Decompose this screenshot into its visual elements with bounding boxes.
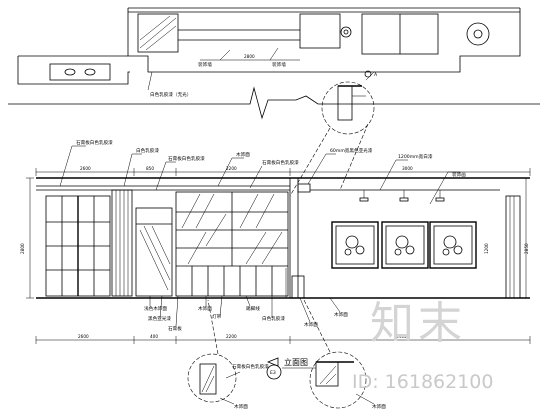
note-bottom-8: 木饰面	[304, 321, 318, 328]
note-bottom-6: 踢脚线	[246, 305, 260, 312]
note-bottom-4: 木饰面	[198, 305, 212, 312]
elevation-number: E3	[270, 370, 276, 376]
dim-bottom-3: 2200	[226, 334, 237, 339]
plan-note-right: 装饰墙	[272, 61, 286, 68]
framed-picture-1	[331, 221, 379, 269]
note-bottom-9: 木饰面	[334, 311, 348, 318]
note-ceiling-6: 石膏板白色乳胶漆	[262, 159, 299, 166]
note-ceiling-5: 60mm宽黑色亚光漆	[330, 147, 373, 154]
plan-view: 2800 装饰墙 装饰墙 白色乳胶漆（无光）	[17, 7, 521, 98]
note-detail-3: 木饰面	[372, 403, 386, 410]
elevation-title-text: 立面图	[284, 357, 308, 367]
note-ceiling-8: 装饰画	[452, 171, 466, 178]
note-detail-2: 木饰面	[234, 403, 248, 410]
watermark-id: ID: 161862100	[352, 371, 493, 393]
dim-bottom-total: 6400	[396, 334, 407, 339]
note-bottom-2: 黑色亚光漆	[148, 315, 171, 322]
note-ceiling-4: 木饰面	[236, 151, 250, 158]
watermark-logo: 知末	[370, 298, 466, 349]
ceiling-notes: 石膏板白色乳胶漆 白色乳胶漆 石膏板白色乳胶漆 木饰面 60mm宽黑色亚光漆 石…	[59, 139, 466, 205]
note-detail-1: 石膏板白色乳胶漆	[232, 363, 269, 370]
dim-right-height: 2850	[524, 243, 529, 254]
bottom-detail-left: 石膏板白色乳胶漆 木饰面	[187, 299, 269, 410]
dim-top-2: 850	[146, 166, 154, 171]
main-elevation	[36, 177, 530, 299]
dim-top-1: 2600	[80, 166, 91, 171]
callout-label-a: A	[374, 72, 378, 78]
watermark: 知末 ID: 161862100	[352, 298, 493, 393]
note-bottom-3: 石膏板	[168, 325, 182, 332]
dim-top-3: 2200	[226, 166, 237, 171]
dim-left-height: 2800	[20, 243, 25, 254]
plan-note-bottom: 白色乳胶漆（无光）	[150, 91, 191, 98]
note-ceiling-7: 1200mm宽白漆	[398, 153, 433, 160]
dim-bottom-2: 400	[150, 334, 158, 339]
section-cut-line	[8, 86, 540, 120]
note-bottom-7: 白色乳胶漆	[262, 315, 285, 322]
detail-callout-a: A	[289, 70, 378, 197]
plan-note-wall: 装饰墙	[198, 61, 212, 68]
framed-picture-3	[429, 221, 477, 269]
plan-dimension: 2800	[244, 54, 255, 59]
dim-top-4: 3000	[402, 166, 413, 171]
elevation-title: E3 立面图	[266, 357, 316, 380]
note-ceiling-1: 石膏板白色乳胶漆	[76, 139, 113, 146]
note-bottom-1: 浅色木饰面	[144, 305, 167, 312]
dim-bottom-1: 2600	[78, 334, 89, 339]
note-ceiling-2: 白色乳胶漆	[136, 147, 159, 154]
framed-picture-2	[381, 221, 429, 269]
note-bottom-5: 灯带	[212, 313, 222, 320]
bottom-detail-right: 木饰面	[303, 299, 386, 410]
note-ceiling-3: 石膏板白色乳胶漆	[168, 155, 205, 162]
bottom-notes: 浅色木饰面 黑色亚光漆 石膏板 木饰面 灯带 踢脚线 白色乳胶漆 木饰面 木饰面	[144, 295, 348, 332]
dimension-lines: 2600 850 2200 3000 2800 2850 1200 2600 4…	[20, 166, 531, 344]
dim-right-inner: 1200	[484, 243, 489, 254]
